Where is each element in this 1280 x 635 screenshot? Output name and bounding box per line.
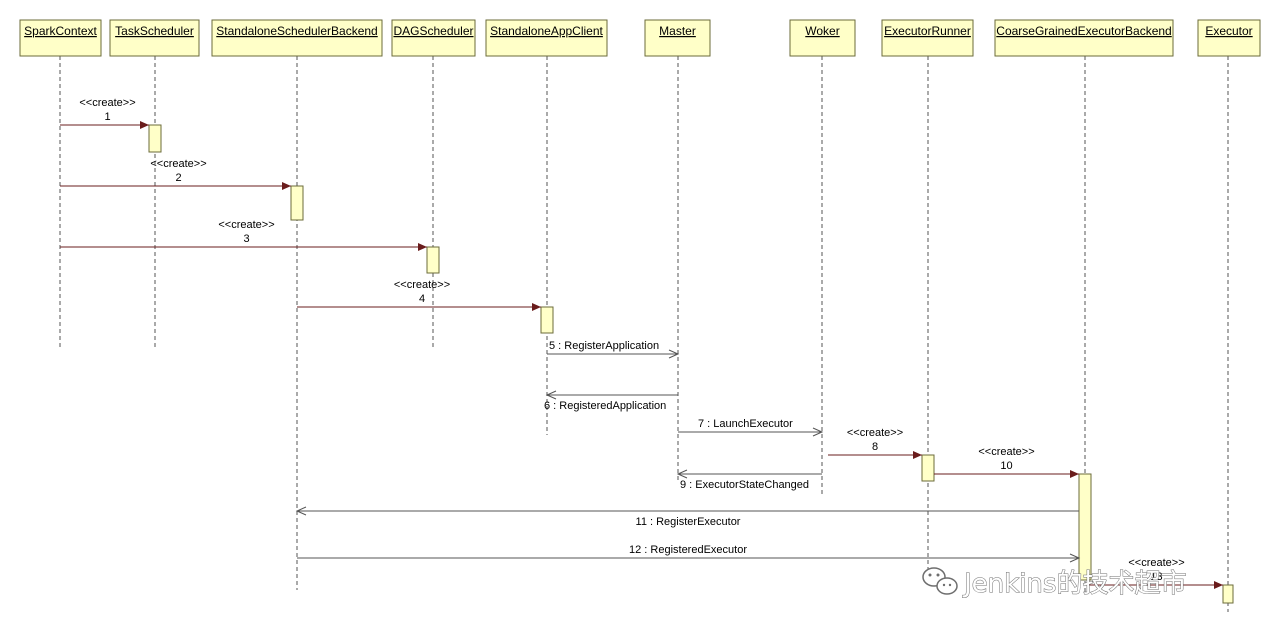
message-7: 7 : LaunchExecutor	[678, 418, 824, 437]
arrowhead	[1069, 553, 1081, 563]
arrowhead	[1070, 470, 1079, 478]
lifeline-box	[994, 19, 1174, 57]
message-label: 5 : RegisterApplication	[549, 340, 659, 352]
lifeline-dag: DAGScheduler	[391, 19, 476, 350]
lifeline-er: ExecutorRunner	[881, 19, 974, 585]
arrowhead	[668, 349, 680, 359]
wechat-icon	[922, 567, 958, 595]
lifeline-box	[109, 19, 200, 57]
lifeline-box	[485, 19, 608, 57]
arrowhead	[1214, 581, 1223, 589]
lifeline-master: Master	[644, 19, 711, 480]
message-5: 5 : RegisterApplication	[547, 340, 680, 359]
message-label: 10	[1000, 460, 1012, 472]
message-label: 3	[243, 233, 249, 245]
lifeline-box	[644, 19, 711, 57]
lifeline-woker: Woker	[789, 19, 856, 495]
activation-bar-ssb	[290, 185, 304, 221]
activation-bar-er	[921, 454, 935, 482]
message-stereotype: <<create>>	[79, 97, 135, 109]
lifeline-exec: Executor	[1197, 19, 1261, 612]
lifeline-box	[1197, 19, 1261, 57]
message-label: 2	[175, 172, 181, 184]
lifeline-box	[19, 19, 102, 57]
message-label: 12 : RegisteredExecutor	[629, 544, 747, 556]
arrowhead	[295, 506, 307, 516]
lifelines: SparkContext TaskScheduler StandaloneSched…	[19, 19, 1261, 612]
message-13: <<create>> 13	[1085, 557, 1223, 589]
lifeline-cgeb: CoarseGrainedExecutorBackend	[994, 19, 1174, 595]
lifeline-name: Master	[659, 24, 696, 38]
lifeline-name: SparkContext	[24, 24, 97, 38]
arrowhead	[140, 121, 149, 129]
lifeline-ts: TaskScheduler	[109, 19, 200, 350]
lifeline-name: ExecutorRunner	[884, 24, 971, 38]
lifeline-name: Woker	[805, 24, 839, 38]
message-1: <<create>> 1	[60, 97, 149, 129]
lifeline-name: CoarseGrainedExecutorBackend	[996, 24, 1171, 38]
activation-bar-exec	[1222, 584, 1234, 604]
message-label: 1	[104, 111, 110, 123]
message-stereotype: <<create>>	[847, 427, 903, 439]
message-label: 13	[1150, 571, 1162, 583]
message-label: 8	[872, 441, 878, 453]
lifeline-sac: StandaloneAppClient	[485, 19, 608, 435]
activation-bar-ts	[148, 124, 162, 153]
messages: <<create>>1<<create>>2<<create>>3<<creat…	[60, 97, 1223, 589]
lifeline-name: Executor	[1205, 24, 1252, 38]
message-label: 11 : RegisterExecutor	[636, 516, 741, 528]
message-8: <<create>> 8	[828, 427, 922, 459]
lifeline-name: StandaloneAppClient	[490, 24, 603, 38]
arrowhead	[282, 182, 291, 190]
arrowhead	[676, 469, 688, 479]
arrowhead	[913, 451, 922, 459]
message-2: <<create>> 2	[60, 158, 291, 190]
watermark-text: Jenkins的技术超市	[962, 569, 1186, 599]
lifeline-box	[881, 19, 974, 57]
lifeline-name: DAGScheduler	[393, 24, 473, 38]
arrowhead	[418, 243, 427, 251]
arrowhead	[545, 390, 557, 400]
lifeline-box	[391, 19, 476, 57]
activation-bar-cgeb	[1078, 473, 1092, 581]
message-label: 9 : ExecutorStateChanged	[680, 479, 809, 491]
watermark: Jenkins的技术超市	[922, 567, 1187, 600]
message-stereotype: <<create>>	[1128, 557, 1184, 569]
lifeline-box	[211, 19, 383, 57]
message-stereotype: <<create>>	[150, 158, 206, 170]
activations	[148, 124, 1234, 604]
message-stereotype: <<create>>	[218, 219, 274, 231]
message-6: 6 : RegisteredApplication	[544, 390, 678, 412]
activation-bar-sac	[540, 306, 554, 334]
message-stereotype: <<create>>	[978, 446, 1034, 458]
lifeline-ssb: StandaloneSchedulerBackend	[211, 19, 383, 590]
message-9: 9 : ExecutorStateChanged	[676, 469, 822, 491]
lifeline-box	[789, 19, 856, 57]
message-label: 7 : LaunchExecutor	[698, 418, 793, 430]
lifeline-name: StandaloneSchedulerBackend	[216, 24, 377, 38]
message-3: <<create>> 3	[60, 219, 427, 251]
lifeline-sc: SparkContext	[19, 19, 102, 350]
lifeline-name: TaskScheduler	[115, 24, 194, 38]
message-11: 11 : RegisterExecutor	[295, 506, 1079, 528]
message-4: <<create>> 4	[297, 279, 541, 311]
activation-bar-dag	[426, 246, 440, 274]
message-label: 4	[419, 293, 425, 305]
message-label: 6 : RegisteredApplication	[544, 400, 666, 412]
message-12: 12 : RegisteredExecutor	[297, 544, 1081, 563]
message-stereotype: <<create>>	[394, 279, 450, 291]
arrowhead	[532, 303, 541, 311]
message-10: <<create>> 10	[934, 446, 1079, 478]
arrowhead	[812, 427, 824, 437]
